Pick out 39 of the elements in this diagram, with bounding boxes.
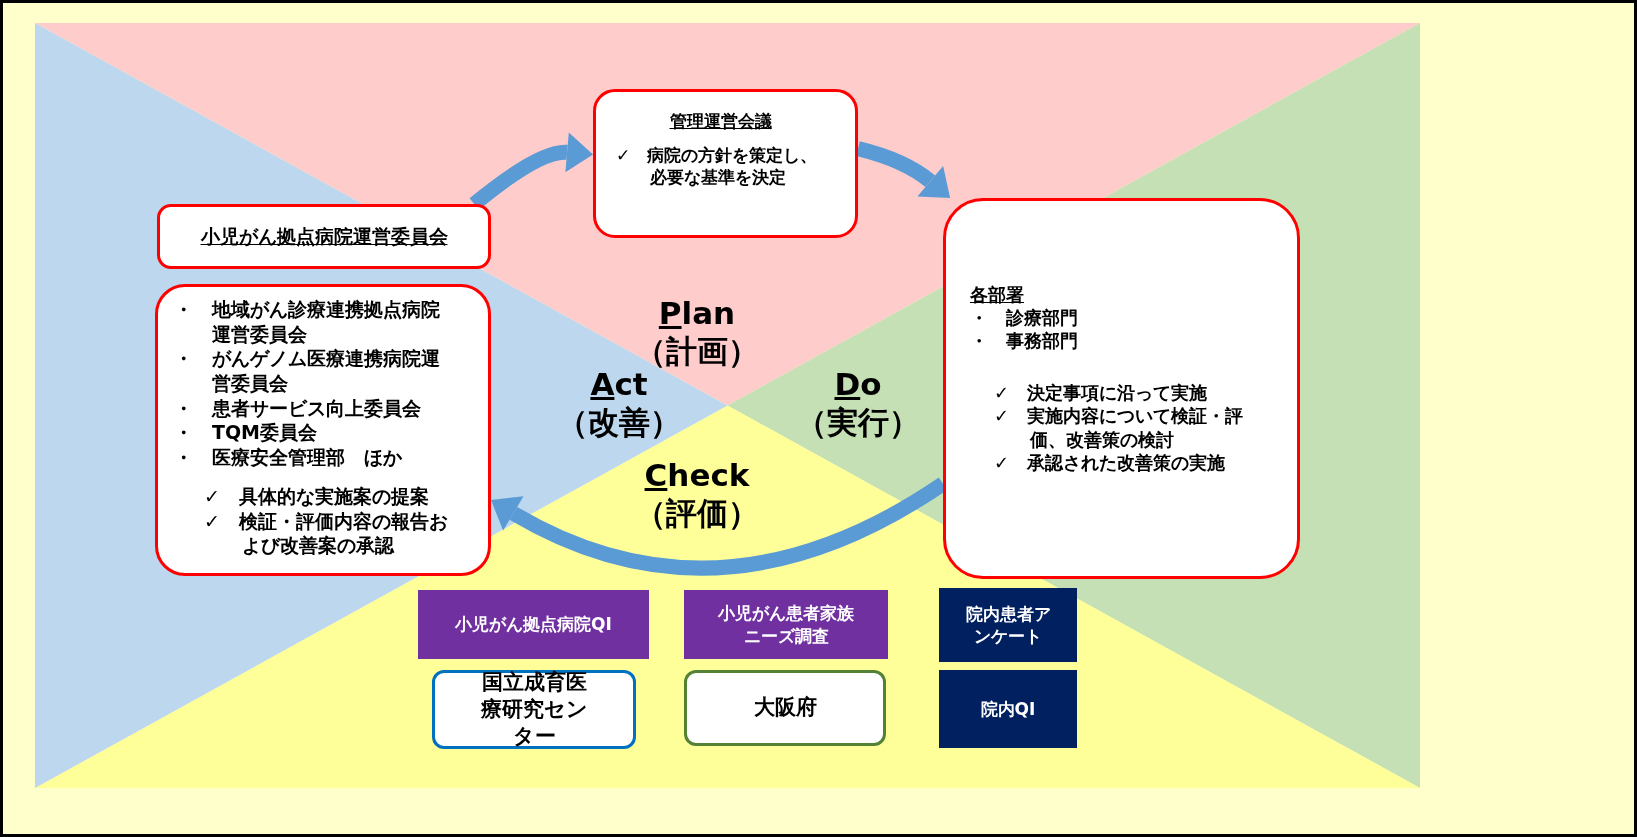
- committee-list-box: [155, 284, 491, 576]
- organization-box: [684, 670, 886, 746]
- organization-box: [432, 670, 636, 749]
- list-item: ・ 診療部門: [970, 306, 1079, 330]
- curved-arrow: [856, 141, 951, 198]
- meeting-box: [593, 89, 858, 238]
- phase-caption: （改善）: [557, 403, 681, 442]
- check-item: ✓ 病院の方針を策定し、必要な基準を決定: [616, 144, 819, 189]
- meeting-heading: 管理運営会議: [669, 110, 772, 133]
- phase-caption: （実行）: [796, 403, 920, 442]
- committee-box: [157, 204, 491, 269]
- list-item: ・ 医療安全管理部 ほか: [174, 445, 403, 470]
- phase-label: Do: [834, 366, 882, 402]
- department-box: [943, 198, 1300, 579]
- indicator-box: [418, 590, 649, 659]
- check-item: ✓ 検証・評価内容の報告および改善案の承認: [204, 508, 448, 558]
- survey-box: [684, 590, 888, 659]
- organization-label: 大阪府: [752, 694, 818, 722]
- survey-label: 院内患者アンケート: [965, 602, 1051, 648]
- check-item: ✓ 決定事項に沿って実施: [994, 380, 1209, 405]
- list-item: ・ 患者サービス向上委員会: [174, 395, 422, 421]
- check-item: ✓ 承認された改善策の実施: [994, 450, 1227, 475]
- list-item: ・ 地域がん診療連携拠点病院運営委員会: [174, 297, 441, 347]
- indicator-label: 小児がん拠点病院QI: [454, 613, 613, 636]
- phase-label: Check: [644, 457, 750, 493]
- department-heading: 各部署: [970, 282, 1025, 306]
- survey-box: [939, 588, 1077, 662]
- committee-heading: 小児がん拠点病院運営委員会: [199, 224, 449, 249]
- check-item: ✓ 実施内容について検証・評価、改善策の検討: [994, 404, 1245, 451]
- indicator-label: 院内QI: [979, 697, 1037, 721]
- phase-caption: （評価）: [635, 494, 759, 533]
- indicator-box: [939, 670, 1077, 748]
- check-item: ✓ 具体的な実施案の提案: [204, 483, 430, 509]
- list-item: ・ がんゲノム医療連携病院運営委員会: [174, 346, 441, 396]
- list-item: ・ 事務部門: [970, 329, 1079, 353]
- survey-label: 小児がん患者家族ニーズ調査: [718, 602, 854, 647]
- phase-label: Plan: [658, 295, 736, 331]
- organization-label: 国立成育医療研究センター: [479, 668, 589, 751]
- list-item: ・ TQM委員会: [174, 420, 319, 446]
